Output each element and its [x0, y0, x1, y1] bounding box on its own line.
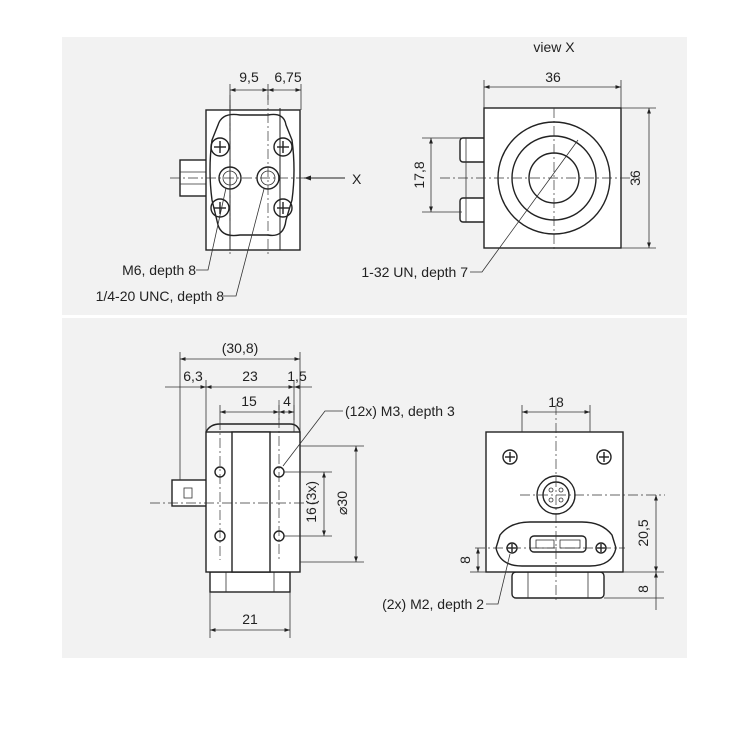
- connector-stub: [171, 479, 209, 507]
- dim-16: 16: [303, 507, 319, 523]
- side-view-top-left: 9,5 6,75 X M6, depth 8 1/4-20 UNC, depth…: [96, 69, 362, 304]
- dim-6-3: 6,3: [183, 368, 203, 384]
- dim-9-5: 9,5: [239, 69, 259, 85]
- dim-height-36: 36: [627, 170, 643, 186]
- screw-icon: [273, 198, 293, 218]
- dim-offset-17-8: 17,8: [411, 161, 427, 188]
- dim-diameter-30: ⌀30: [334, 491, 350, 515]
- usb-port: [529, 535, 587, 553]
- dim-8-right: 8: [635, 585, 651, 593]
- callout-m6-depth: M6, depth 8: [122, 262, 196, 278]
- side-view-bottom-left: (30,8) 6,3 23 1,5 15 4 (12x) M3, depth 3…: [150, 340, 455, 638]
- callout-unc-depth: 1/4-20 UNC, depth 8: [96, 288, 225, 304]
- front-view-x: view X 36 36 17,8 1-32 UN, depth 7: [361, 39, 656, 280]
- dim-4: 4: [283, 393, 291, 409]
- rear-view: 18 20,5 8 8 (2x) M2, depth 2: [382, 394, 665, 612]
- dim-20-5: 20,5: [635, 519, 651, 546]
- callout-m2-depth: (2x) M2, depth 2: [382, 596, 484, 612]
- dim-16-note: (3x): [303, 481, 319, 505]
- base-foot: [511, 571, 605, 599]
- dim-6-75: 6,75: [274, 69, 301, 85]
- callout-thread: 1-32 UN, depth 7: [361, 264, 468, 280]
- callout-m3-depth: (12x) M3, depth 3: [345, 403, 455, 419]
- dim-width-36: 36: [545, 69, 561, 85]
- dim-21: 21: [242, 611, 258, 627]
- dim-1-5: 1,5: [287, 368, 307, 384]
- screw-icon: [210, 137, 230, 157]
- dim-8-left: 8: [457, 556, 473, 564]
- dim-overall-30-8: (30,8): [222, 340, 259, 356]
- dim-18: 18: [548, 394, 564, 410]
- screw-icon: [273, 137, 293, 157]
- view-title: view X: [533, 39, 575, 55]
- dim-15: 15: [241, 393, 257, 409]
- screw-icon: [502, 449, 518, 465]
- base-foot: [209, 571, 291, 593]
- dim-23: 23: [242, 368, 258, 384]
- view-arrow-label: X: [352, 171, 362, 187]
- screw-icon: [596, 449, 612, 465]
